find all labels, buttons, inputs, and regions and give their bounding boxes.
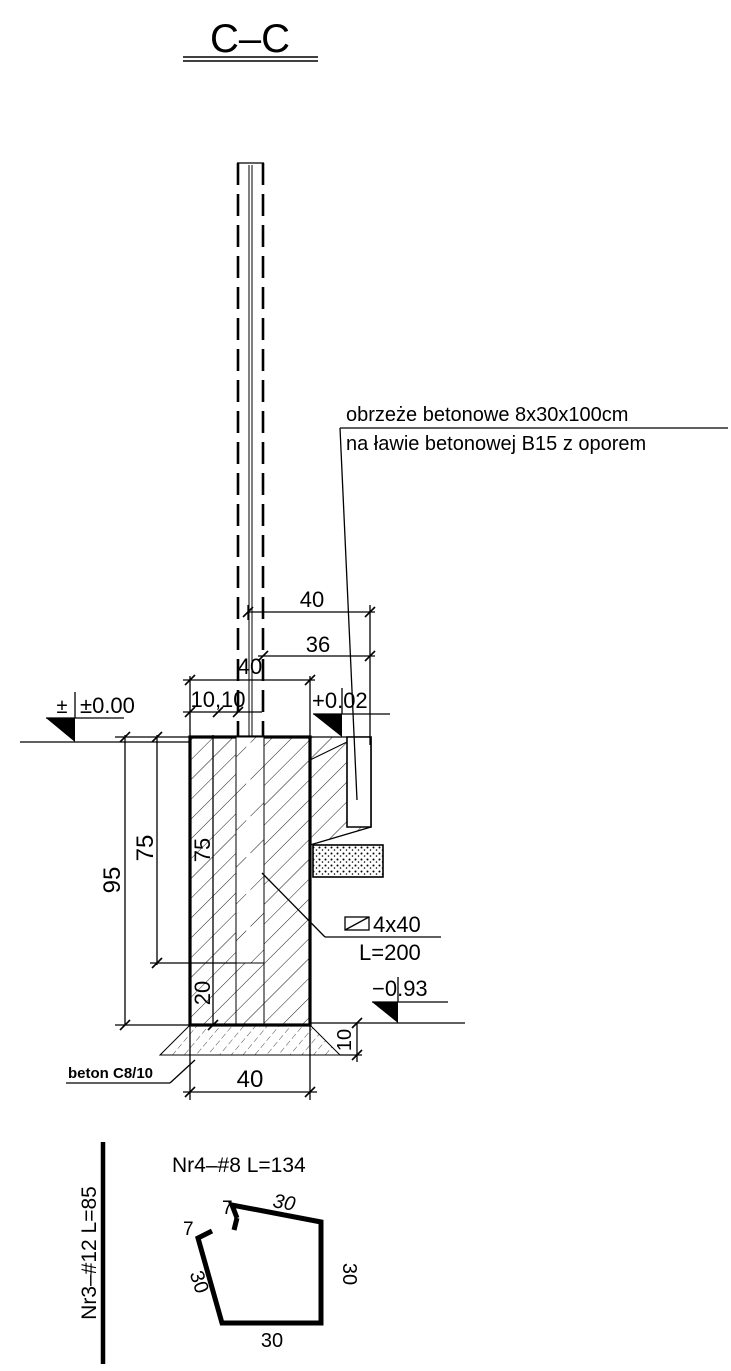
flat-bar-icon bbox=[344, 916, 370, 931]
plate-size: 4x40 bbox=[373, 912, 421, 937]
rebar-nr3-label: Nr3–#12 L=85 bbox=[78, 1186, 101, 1320]
rebar-seg-30-right: 30 bbox=[338, 1263, 360, 1285]
rebar-seg-30-bottom: 30 bbox=[261, 1330, 283, 1352]
lean-concrete-text: beton C8/10 bbox=[68, 1065, 153, 1082]
top-dimensions: 40 36 40 10,10 bbox=[183, 587, 376, 745]
dim-top-36: 36 bbox=[306, 632, 330, 657]
level-marker-curb: +0.02 bbox=[312, 688, 390, 737]
dim-base-10: 10 bbox=[334, 1029, 356, 1051]
rebar-nr3: Nr3–#12 L=85 bbox=[78, 1142, 106, 1364]
level-marker-bottom: −0.93 bbox=[372, 976, 448, 1023]
dim-top-40-small: 40 bbox=[238, 654, 262, 679]
left-dimensions: 95 75 75 20 bbox=[99, 731, 236, 1031]
curb-label: obrzeże betonowe 8x30x100cm na ławie bet… bbox=[339, 404, 728, 801]
section-title: C–C bbox=[183, 17, 318, 62]
rebar-seg-7b: 7 bbox=[183, 1219, 194, 1240]
level-bottom-right: −0.93 bbox=[372, 976, 428, 1001]
lean-concrete-label: beton C8/10 bbox=[66, 1059, 196, 1084]
curb-label-line2: na ławie betonowej B15 z oporem bbox=[346, 433, 646, 455]
curb-label-line1: obrzeże betonowe 8x30x100cm bbox=[346, 404, 628, 426]
bottom-dimension: 40 bbox=[183, 1025, 317, 1100]
dim-left-95: 95 bbox=[99, 867, 126, 894]
dim-left-75: 75 bbox=[132, 835, 159, 862]
lean-concrete-base bbox=[158, 1024, 342, 1056]
dim-bottom-40: 40 bbox=[237, 1066, 264, 1093]
dim-top-40: 40 bbox=[300, 587, 324, 612]
dim-inner-75: 75 bbox=[190, 838, 215, 862]
rebar-nr4: Nr4–#8 L=134 7 7 30 30 30 30 bbox=[172, 1154, 360, 1352]
level-marker-left: ± ±0.00 bbox=[46, 692, 135, 742]
rebar-seg-7a: 7 bbox=[222, 1198, 233, 1219]
rebar-seg-30-top: 30 bbox=[271, 1190, 297, 1216]
curb-with-bench bbox=[309, 736, 384, 878]
level-ground-left: ±0.00 bbox=[80, 693, 135, 718]
plate-length: L=200 bbox=[359, 940, 421, 965]
dim-10-10: 10,10 bbox=[190, 687, 245, 712]
dim-inner-20: 20 bbox=[190, 981, 215, 1005]
level-curb-top: +0.02 bbox=[312, 688, 368, 713]
level-pm-mark: ± bbox=[57, 696, 68, 718]
plate-label: 4x40 L=200 bbox=[261, 872, 441, 965]
base-dimension: 10 bbox=[334, 1017, 363, 1062]
section-title-text: C–C bbox=[210, 17, 290, 61]
rebar-nr4-title: Nr4–#8 L=134 bbox=[172, 1154, 306, 1177]
